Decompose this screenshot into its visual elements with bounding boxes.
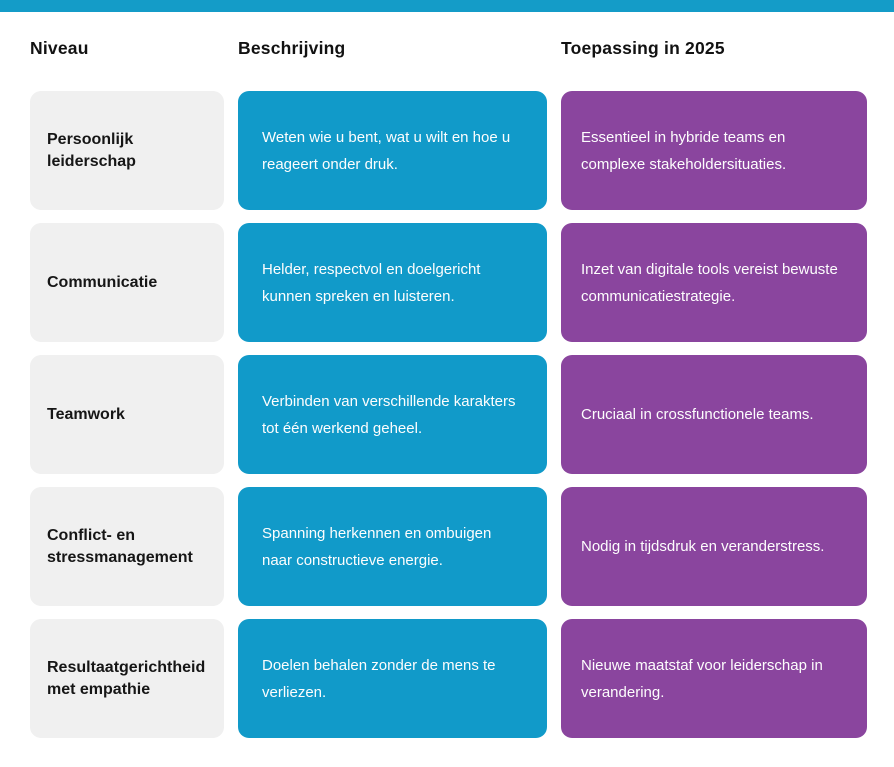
beschrijving-text: Helder, respectvol en doelgericht kunnen…	[262, 260, 481, 305]
niveau-cell: Resultaatgerichtheid met empathie	[30, 619, 224, 738]
rows: Persoonlijk leiderschap Weten wie u bent…	[0, 91, 894, 738]
toepassing-cell: Essentieel in hybride teams en complexe …	[561, 91, 867, 210]
beschrijving-text: Spanning herkennen en ombuigen naar cons…	[262, 524, 492, 569]
toepassing-cell: Nodig in tijdsdruk en veranderstress.	[561, 487, 867, 606]
column-header-toepassing: Toepassing in 2025	[561, 38, 725, 58]
table-header-row: Niveau Beschrijving Toepassing in 2025	[30, 38, 894, 59]
niveau-text: Teamwork	[47, 405, 125, 423]
beschrijving-cell: Doelen behalen zonder de mens te verliez…	[238, 619, 547, 738]
toepassing-cell: Cruciaal in crossfunctionele teams.	[561, 355, 867, 474]
niveau-cell: Conflict- en stressmanagement	[30, 487, 224, 606]
niveau-text: Resultaatgerichtheid met empathie	[47, 658, 206, 698]
niveau-cell: Teamwork	[30, 355, 224, 474]
toepassing-text: Nieuwe maatstaf voor leiderschap in vera…	[581, 656, 823, 701]
column-header-niveau: Niveau	[30, 38, 89, 58]
toepassing-text: Essentieel in hybride teams en complexe …	[581, 128, 787, 173]
beschrijving-cell: Helder, respectvol en doelgericht kunnen…	[238, 223, 547, 342]
beschrijving-cell: Weten wie u bent, wat u wilt en hoe u re…	[238, 91, 547, 210]
table-row: Teamwork Verbinden van verschillende kar…	[30, 355, 894, 474]
column-header-beschrijving: Beschrijving	[238, 38, 346, 58]
table-row: Resultaatgerichtheid met empathie Doelen…	[30, 619, 894, 738]
toepassing-text: Nodig in tijdsdruk en veranderstress.	[581, 538, 825, 555]
beschrijving-text: Doelen behalen zonder de mens te verliez…	[262, 656, 496, 701]
niveau-cell: Communicatie	[30, 223, 224, 342]
niveau-cell: Persoonlijk leiderschap	[30, 91, 224, 210]
toepassing-cell: Inzet van digitale tools vereist bewuste…	[561, 223, 867, 342]
beschrijving-cell: Spanning herkennen en ombuigen naar cons…	[238, 487, 547, 606]
top-accent-bar	[0, 0, 894, 12]
toepassing-text: Cruciaal in crossfunctionele teams.	[581, 406, 814, 423]
table-row: Conflict- en stressmanagement Spanning h…	[30, 487, 894, 606]
table-row: Communicatie Helder, respectvol en doelg…	[30, 223, 894, 342]
beschrijving-cell: Verbinden van verschillende karakters to…	[238, 355, 547, 474]
niveau-text: Persoonlijk leiderschap	[47, 130, 136, 170]
niveau-text: Conflict- en stressmanagement	[47, 526, 193, 566]
niveau-text: Communicatie	[47, 273, 158, 291]
beschrijving-text: Verbinden van verschillende karakters to…	[262, 392, 516, 437]
toepassing-cell: Nieuwe maatstaf voor leiderschap in vera…	[561, 619, 867, 738]
beschrijving-text: Weten wie u bent, wat u wilt en hoe u re…	[262, 128, 511, 173]
toepassing-text: Inzet van digitale tools vereist bewuste…	[581, 260, 838, 305]
table-row: Persoonlijk leiderschap Weten wie u bent…	[30, 91, 894, 210]
